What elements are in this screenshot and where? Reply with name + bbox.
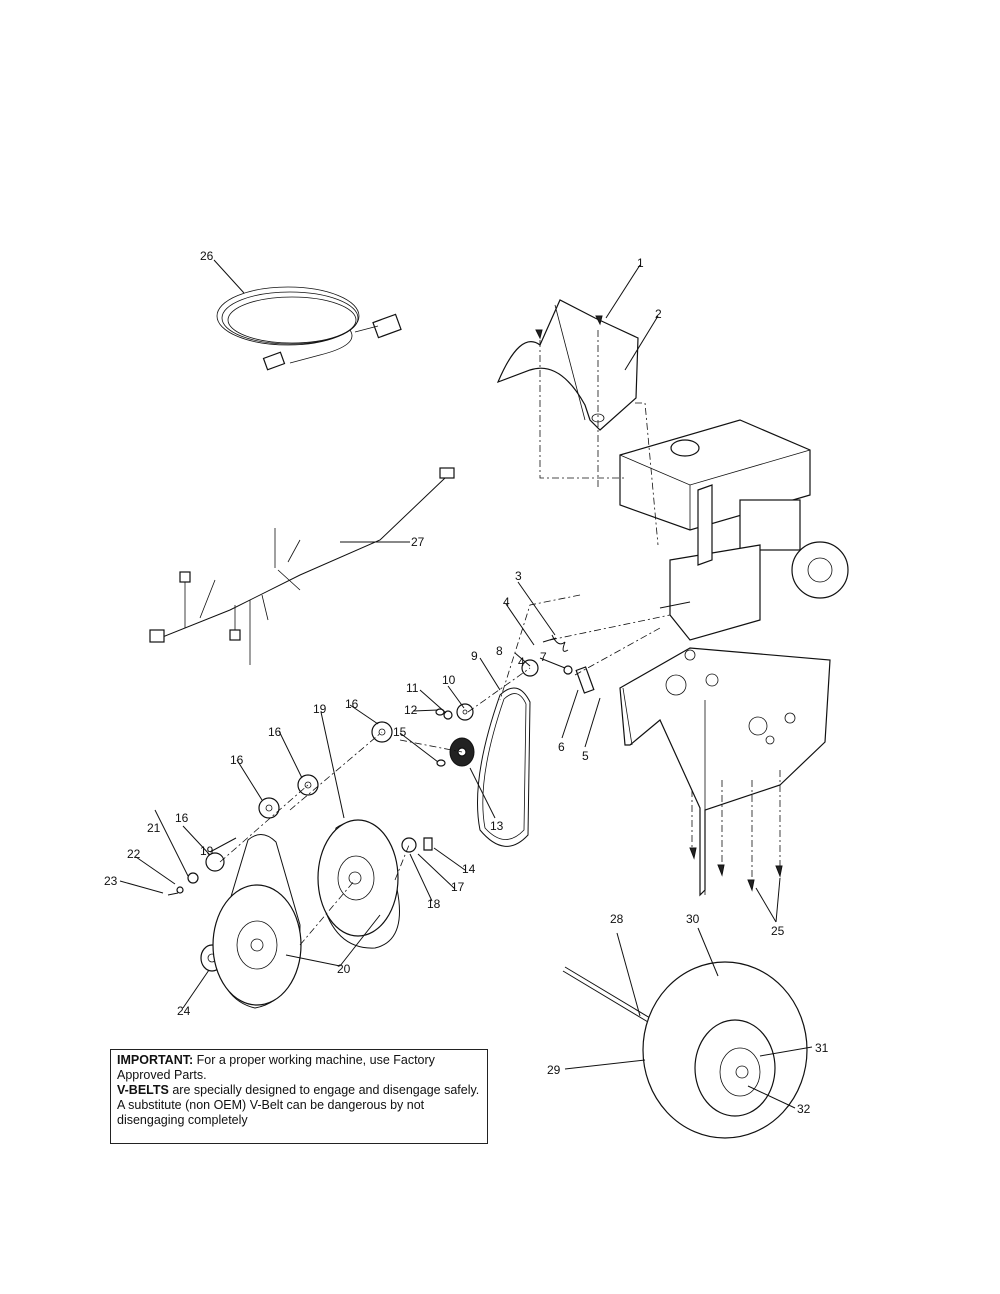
- callout-14: 14: [462, 862, 476, 876]
- callout-32: 32: [797, 1102, 811, 1116]
- callout-21: 21: [147, 821, 161, 835]
- callout-25: 25: [771, 924, 785, 938]
- callout-5: 5: [582, 749, 589, 763]
- v-belts-and-pulleys: [212, 687, 531, 1009]
- assembly-lines: [219, 330, 781, 946]
- callout-10: 10: [442, 673, 456, 687]
- callout-30: 30: [686, 912, 700, 926]
- callout-19: 19: [200, 844, 214, 858]
- callout-11: 11: [406, 681, 419, 695]
- callout-16: 16: [345, 697, 359, 711]
- callout-29: 29: [547, 1063, 561, 1077]
- leader-lines: [119, 259, 813, 1109]
- callout-27: 27: [411, 535, 425, 549]
- wheel-assembly: [562, 961, 808, 1139]
- callout-1: 1: [637, 256, 644, 270]
- callout-31: 31: [815, 1041, 829, 1055]
- callout-4: 4: [518, 655, 525, 669]
- callout-13: 13: [490, 819, 504, 833]
- callout-8: 8: [496, 644, 503, 658]
- callout-22: 22: [127, 847, 141, 861]
- callout-26: 26: [200, 249, 214, 263]
- callout-9: 9: [471, 649, 478, 663]
- callout-19: 19: [313, 702, 327, 716]
- engine-assembly: [619, 419, 849, 641]
- wiring-harness-part: [149, 467, 455, 665]
- callout-7: 7: [540, 650, 547, 664]
- callout-24: 24: [177, 1004, 191, 1018]
- belt-cover-part: [496, 299, 639, 431]
- callout-16: 16: [175, 811, 189, 825]
- v-belts-label: V-BELTS: [117, 1083, 169, 1097]
- callout-15: 15: [393, 725, 407, 739]
- callout-4: 4: [503, 595, 510, 609]
- callout-18: 18: [427, 897, 441, 911]
- v-belts-text: are specially designed to engage and dis…: [117, 1083, 480, 1127]
- callout-labels: 1 2 3 4 4 5 6 7 8 9 10 11 12 13 14 15 16…: [104, 249, 829, 1116]
- callout-6: 6: [558, 740, 565, 754]
- callout-20: 20: [337, 962, 351, 976]
- power-cord-part: [216, 286, 402, 371]
- callout-16: 16: [230, 753, 244, 767]
- callout-3: 3: [515, 569, 522, 583]
- callout-28: 28: [610, 912, 624, 926]
- callout-23: 23: [104, 874, 118, 888]
- important-notice-box: IMPORTANT: For a proper working machine,…: [110, 1049, 488, 1144]
- callout-17: 17: [451, 880, 465, 894]
- callout-2: 2: [655, 307, 662, 321]
- important-label: IMPORTANT:: [117, 1053, 194, 1067]
- callout-12: 12: [404, 703, 418, 717]
- callout-16: 16: [268, 725, 282, 739]
- frame-plate: [619, 647, 831, 897]
- important-text: For a proper working machine, use Factor…: [117, 1053, 435, 1082]
